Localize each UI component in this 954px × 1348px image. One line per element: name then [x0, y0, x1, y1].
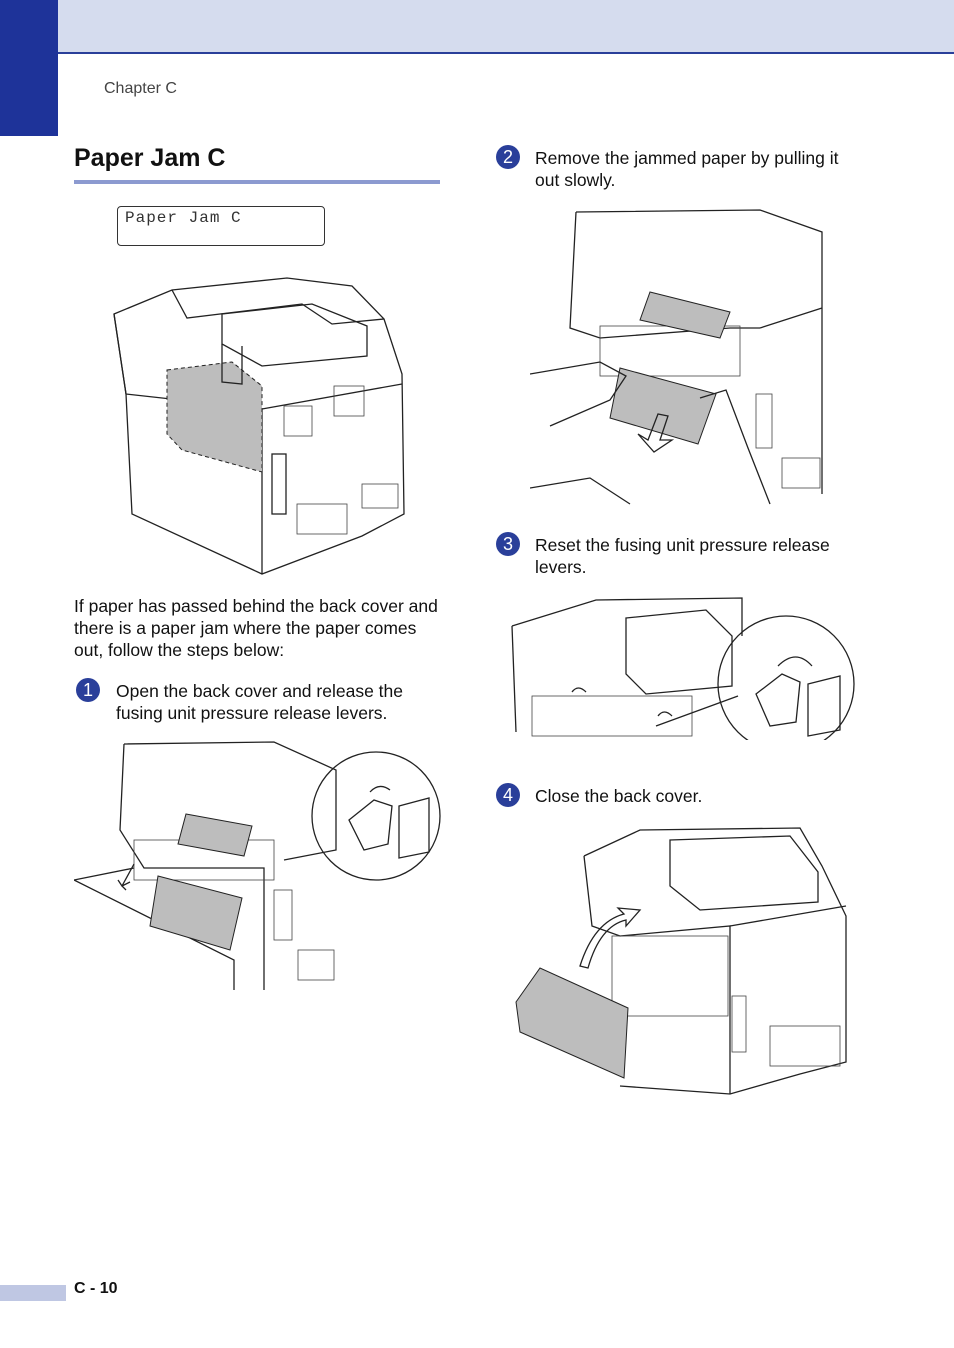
step-2-badge: 2 [496, 145, 520, 169]
step-3-badge: 3 [496, 532, 520, 556]
chapter-tab [0, 0, 58, 136]
lcd-message: Paper Jam C [125, 209, 242, 227]
step-4-badge: 4 [496, 783, 520, 807]
section-title-rule [74, 180, 440, 184]
printer-rear-illustration [113, 277, 405, 575]
step-1-text: Open the back cover and release the fusi… [116, 681, 403, 723]
step-1-badge: 1 [76, 678, 100, 702]
footer-band [0, 1285, 66, 1301]
step-3-text: Reset the fusing unit pressure release l… [535, 535, 830, 577]
lcd-display: Paper Jam C [117, 206, 325, 246]
page-number: C - 10 [74, 1280, 118, 1297]
step-4-illustration [515, 827, 847, 1095]
step-3-illustration [511, 597, 855, 740]
intro-paragraph: If paper has passed behind the back cove… [74, 596, 438, 660]
step-1-illustration [74, 741, 441, 990]
section-title: Paper Jam C [74, 144, 226, 172]
step-4-text: Close the back cover. [535, 786, 703, 806]
header-band [0, 0, 954, 54]
step-2-text: Remove the jammed paper by pulling it ou… [535, 148, 839, 190]
chapter-label: Chapter C [104, 80, 177, 97]
step-2-illustration [530, 209, 823, 505]
